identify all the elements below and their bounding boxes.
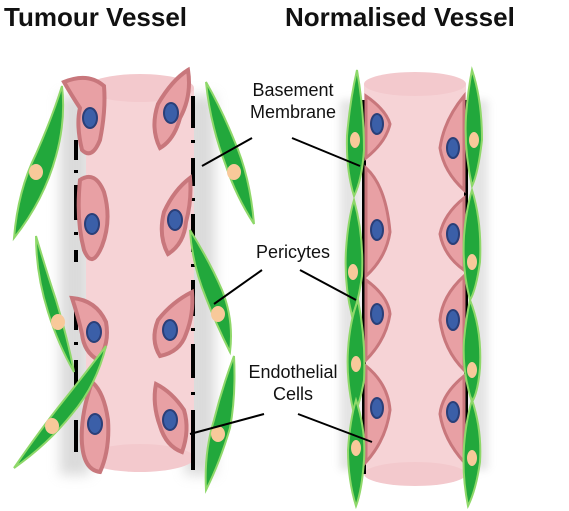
- endothelial-cell: [61, 75, 107, 156]
- endothelial-cell: [152, 381, 189, 455]
- endothelial-cell: [159, 174, 193, 257]
- pericyte: [13, 345, 107, 469]
- tumour-endothelial-cells-right: [152, 66, 195, 455]
- leader-basement-left: [201, 137, 253, 167]
- tumour-pericytes: [12, 81, 255, 494]
- leader-pericytes-right: [299, 269, 357, 301]
- pericyte: [35, 235, 75, 373]
- endothelial-cell: [438, 91, 466, 194]
- normalised-basement-membrane: [362, 100, 468, 474]
- normalised-endothelial-cells: [364, 91, 466, 466]
- pericyte: [189, 229, 232, 356]
- endothelial-cell: [364, 93, 392, 162]
- pericyte: [462, 396, 482, 510]
- leader-basement-right: [291, 137, 361, 167]
- pericyte: [204, 355, 236, 494]
- endothelial-cells-label-line1: Endothelial: [248, 362, 338, 382]
- endothelial-cell: [76, 175, 110, 261]
- pericyte: [345, 69, 366, 199]
- endothelial-cell: [364, 362, 392, 466]
- leader-endothelial-right: [297, 413, 373, 443]
- endothelial-cell: [79, 378, 111, 475]
- endothelial-cell: [364, 164, 392, 280]
- endothelial-cell: [152, 66, 191, 151]
- basement-membrane-label: Basement Membrane: [228, 79, 358, 123]
- endothelial-cell: [438, 272, 466, 374]
- endothelial-cell: [438, 194, 466, 273]
- pericyte: [205, 81, 255, 225]
- leader-lines: [189, 137, 373, 443]
- pericyte: [464, 66, 484, 189]
- pericytes-label: Pericytes: [228, 241, 358, 263]
- leader-pericytes-left: [213, 269, 263, 305]
- pericyte: [12, 85, 65, 242]
- pericyte: [462, 186, 482, 303]
- normalised-pericytes: [344, 66, 484, 510]
- basement-membrane-label-line2: Membrane: [249, 102, 337, 122]
- endothelial-cell: [438, 372, 466, 466]
- normalised-vessel: [340, 66, 488, 510]
- normalised-vessel-title: Normalised Vessel: [285, 2, 515, 32]
- tumour-vessel-title: Tumour Vessel: [4, 2, 188, 32]
- endothelial-cell: [364, 277, 392, 364]
- endothelial-cell: [152, 288, 195, 359]
- tumour-endothelial-cells: [61, 75, 111, 475]
- endothelial-cells-label: Endothelial Cells: [226, 361, 360, 405]
- pericytes-label-text: Pericytes: [255, 242, 331, 262]
- endothelial-cells-label-line2: Cells: [272, 384, 313, 404]
- basement-membrane-label-line1: Basement: [252, 80, 334, 100]
- tumour-vessel: [12, 66, 255, 494]
- leader-endothelial-left: [189, 413, 265, 435]
